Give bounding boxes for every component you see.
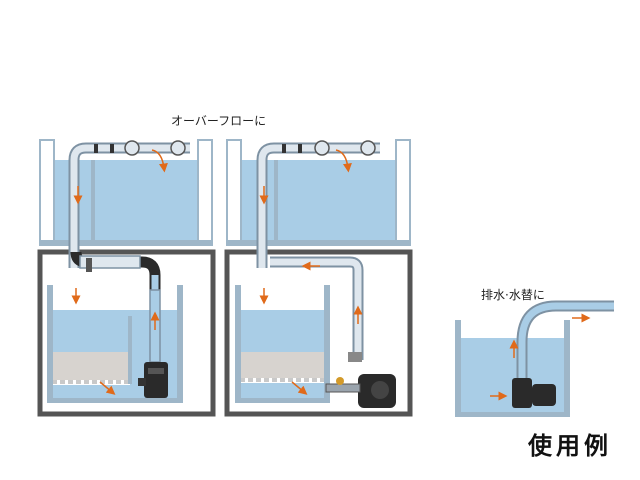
submersible-pump-icon (138, 362, 168, 398)
ball-valve-icon (325, 377, 361, 393)
drain-caption: 排水·水替に (481, 288, 545, 302)
flow-arrow (335, 149, 352, 173)
setup-2-external (224, 139, 413, 417)
flow-arrow (291, 381, 308, 395)
sump-tank-2 (235, 285, 330, 403)
external-pump-icon (348, 352, 396, 408)
flow-arrow (151, 149, 168, 173)
overflow-caption: オーバーフローに (171, 114, 267, 128)
return-pipe-1 (70, 251, 161, 300)
setup-1-submersible (37, 139, 216, 417)
upper-tank-2 (226, 139, 411, 246)
setup-3-drain (455, 300, 614, 417)
flow-arrow (99, 381, 116, 395)
usage-example-label: 使用例 (528, 432, 612, 460)
upper-tank-1 (39, 139, 213, 246)
submersible-pump-icon (512, 378, 556, 408)
